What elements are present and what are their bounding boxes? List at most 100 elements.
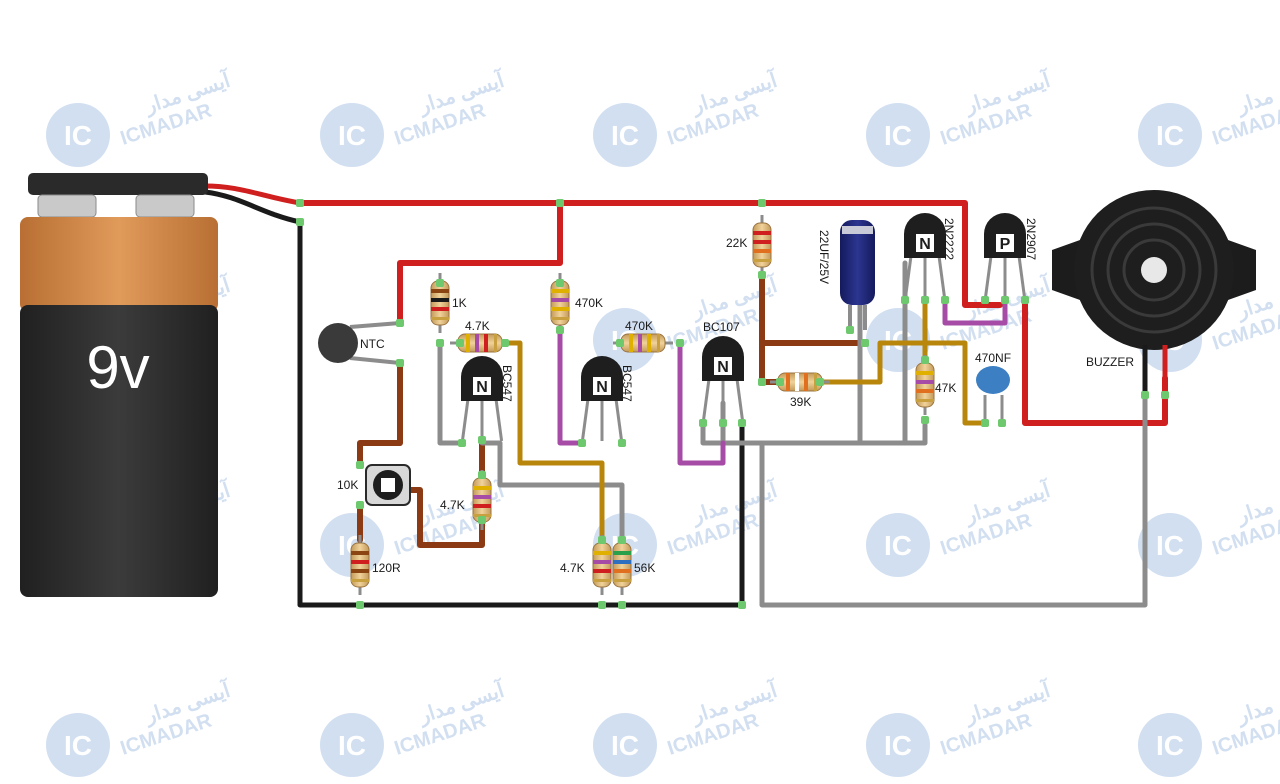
watermark-badge: IC: [64, 120, 92, 151]
wire-battery-black: [202, 189, 303, 225]
wire-gray-return: [759, 375, 1148, 608]
junction-dot: [556, 326, 564, 334]
junction-dot: [861, 339, 869, 347]
battery-body: [20, 305, 218, 597]
electrolytic-capacitor: 22UF/25V: [817, 220, 875, 330]
watermark-badge: IC: [1156, 730, 1184, 761]
junction-dot: [998, 419, 1006, 427]
junction-dot: [921, 356, 929, 364]
junction-dot: [676, 339, 684, 347]
wire-brown-ntc: [357, 360, 403, 468]
junction-dot: [478, 471, 486, 479]
junction-dot: [356, 601, 364, 609]
resistor-56k: [612, 535, 632, 595]
wire-black-ground: [297, 219, 745, 608]
label-r-1k: 1K: [452, 296, 467, 310]
junction-dot: [598, 536, 606, 544]
junction-dot: [356, 461, 364, 469]
junction-dot: [941, 296, 949, 304]
label-r-120: 120R: [372, 561, 401, 575]
battery: 9v: [20, 173, 218, 597]
resistor-120r: [350, 535, 370, 595]
transistor-q5: P: [983, 213, 1027, 299]
watermark-badge-icon: [320, 103, 384, 167]
cap-ceramic-label: 470NF: [975, 351, 1011, 365]
watermark-badge: IC: [338, 120, 366, 151]
junction-dot: [738, 601, 746, 609]
wire-red-main-rail: [297, 200, 1003, 308]
label-r-22k: 22K: [726, 236, 747, 250]
battery-terminal-left: [37, 194, 97, 218]
junction-dot: [458, 439, 466, 447]
ntc-thermistor: NTC: [318, 321, 401, 365]
junction-dot: [1021, 296, 1029, 304]
cap-elec-label: 22UF/25V: [817, 230, 831, 284]
junction-dot: [501, 339, 509, 347]
watermark-badge-icon: [46, 103, 110, 167]
junction-dot: [758, 271, 766, 279]
label-r-4k7-b: 4.7K: [440, 498, 465, 512]
transistor-q1: N: [460, 356, 504, 442]
watermark-badge-icon: [46, 713, 110, 777]
junction-dot: [396, 359, 404, 367]
junction-dot: [981, 296, 989, 304]
wire-brown-4k7: [407, 487, 485, 548]
labels: 120R 1K 470K 4.7K 4.7K BC547 BC547 470K …: [372, 218, 1038, 575]
wire-olive-q1c: [502, 340, 605, 543]
junction-layer: [296, 199, 1169, 609]
label-r-39k: 39K: [790, 395, 811, 409]
watermark-badge-icon: [1138, 713, 1202, 777]
junction-dot: [478, 436, 486, 444]
junction-dot: [436, 339, 444, 347]
watermark-badge: IC: [884, 120, 912, 151]
junction-dot: [556, 279, 564, 287]
junction-dot: [478, 516, 486, 524]
label-q3: BC107: [703, 320, 740, 334]
label-r-56k: 56K: [634, 561, 655, 575]
junction-dot: [846, 326, 854, 334]
junction-dot: [981, 419, 989, 427]
junction-dot: [719, 419, 727, 427]
transistor-type-letter: P: [1000, 236, 1011, 253]
junction-dot: [618, 439, 626, 447]
junction-dot: [1141, 391, 1149, 399]
junction-dot: [356, 501, 364, 509]
junction-dot: [901, 296, 909, 304]
buzzer-mount: [1052, 240, 1256, 300]
watermark-badge: IC: [1156, 120, 1184, 151]
watermark-badge: IC: [64, 730, 92, 761]
junction-dot: [921, 416, 929, 424]
junction-dot: [556, 199, 564, 207]
battery-top: [20, 217, 218, 312]
battery-terminal-right: [135, 194, 195, 218]
potentiometer: 10K: [337, 464, 411, 506]
wire-purple-q5: [942, 297, 1008, 326]
wire-battery-red: [202, 183, 303, 206]
wire-gray-q1e: [479, 440, 625, 543]
watermark-badge-icon: [866, 103, 930, 167]
junction-dot: [396, 319, 404, 327]
junction-dot: [578, 439, 586, 447]
watermark-badge-icon: [866, 513, 930, 577]
watermark-badge: IC: [611, 730, 639, 761]
junction-dot: [758, 378, 766, 386]
junction-dot: [699, 419, 707, 427]
junction-dot: [616, 339, 624, 347]
battery-snap: [28, 173, 208, 195]
resistor-layer: [350, 215, 935, 595]
wire-gray-q1: [437, 340, 465, 446]
watermark-badge-icon: [866, 713, 930, 777]
wire-gray-mid: [700, 420, 928, 446]
wire-red-buzzer: [1022, 297, 1168, 426]
transistor-q3: N: [701, 336, 745, 422]
junction-dot: [296, 199, 304, 207]
junction-dot: [456, 339, 464, 347]
